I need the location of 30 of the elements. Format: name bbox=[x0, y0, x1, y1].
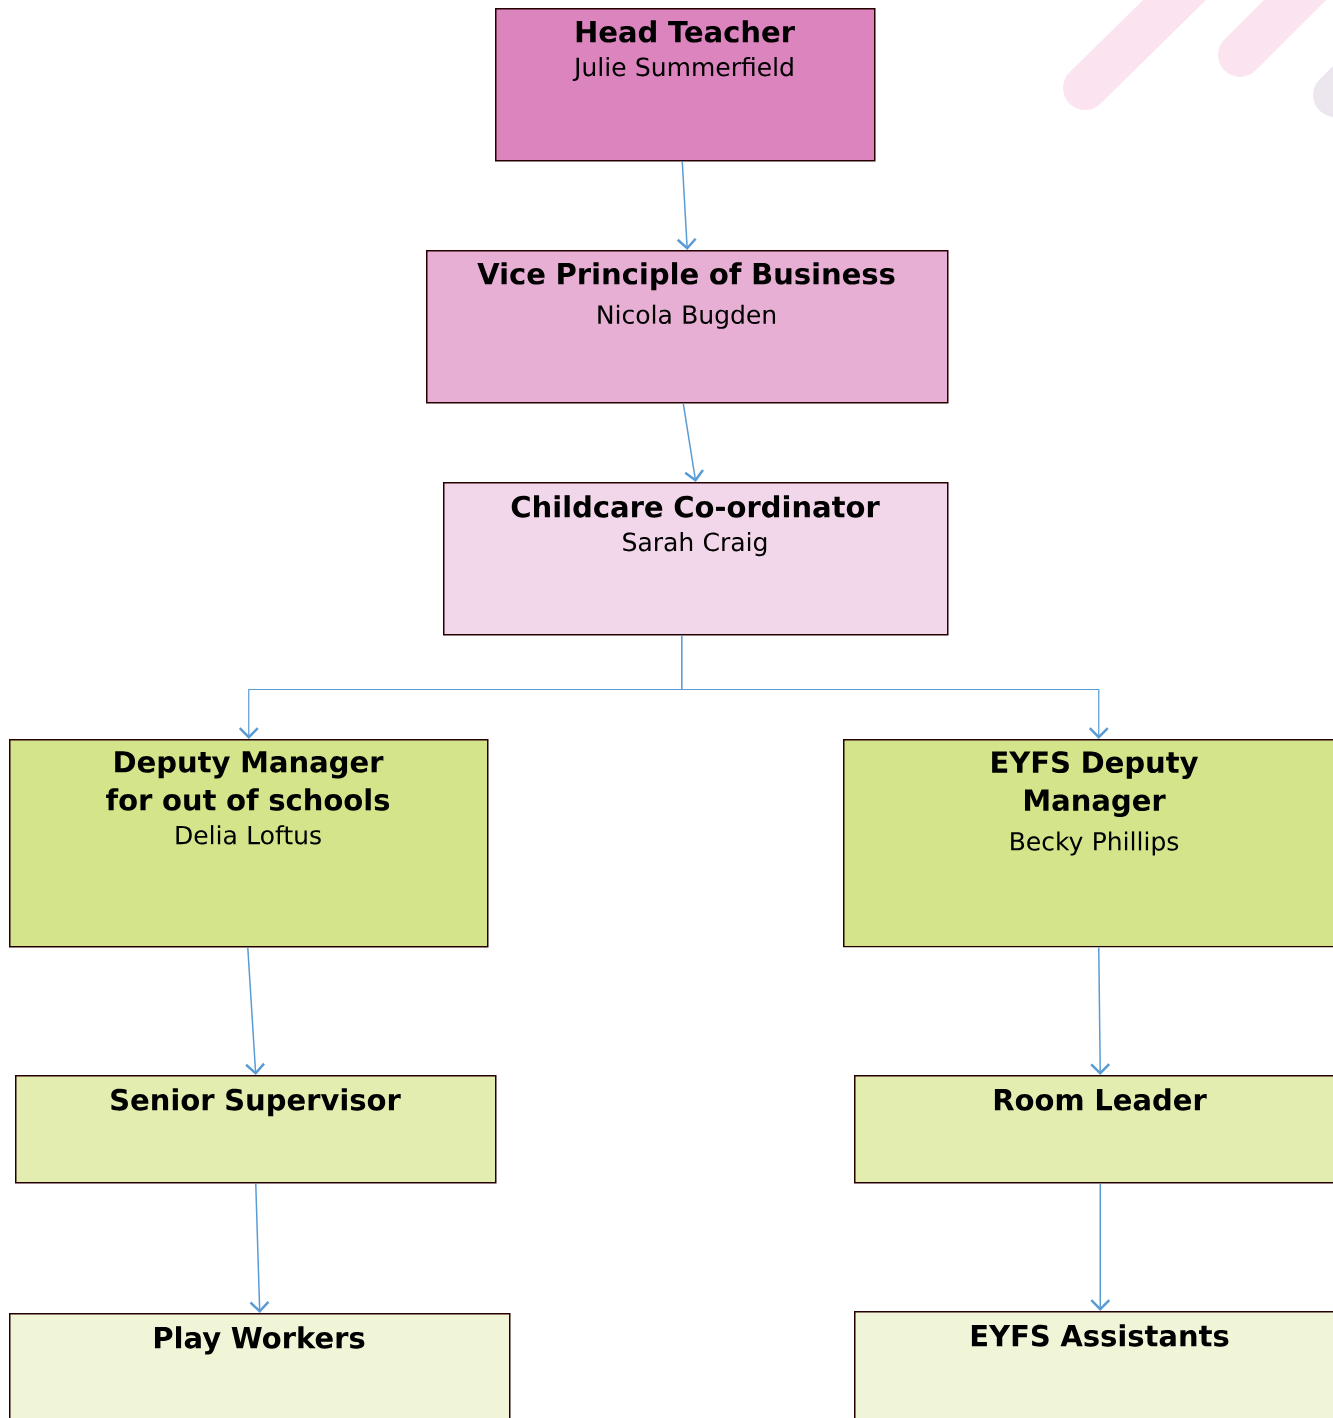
role-title: Deputy Manager for out of schools bbox=[106, 751, 390, 811]
person-name: Becky Phillips bbox=[1011, 831, 1179, 856]
role-box bbox=[9, 1313, 511, 1418]
role-box bbox=[854, 1075, 1333, 1184]
arrow bbox=[681, 634, 1109, 739]
person-name: Delia Loftus bbox=[176, 825, 321, 845]
role-box bbox=[426, 250, 949, 404]
arrow bbox=[676, 160, 697, 250]
arrow bbox=[1090, 946, 1111, 1075]
role-title: Play Workers bbox=[155, 1326, 365, 1355]
role-box bbox=[15, 1075, 497, 1184]
person-name: Julie Summerfield bbox=[572, 57, 793, 81]
role-box bbox=[854, 1311, 1333, 1418]
role-box bbox=[9, 739, 489, 948]
role-title: Vice Principle of Business bbox=[477, 262, 895, 291]
arrow bbox=[1090, 1182, 1111, 1311]
role-title: Senior Supervisor bbox=[111, 1088, 401, 1117]
role-box bbox=[495, 8, 876, 162]
role-title: Childcare Co-ordinator bbox=[511, 495, 880, 518]
arrow bbox=[245, 946, 265, 1075]
role-box bbox=[843, 739, 1333, 948]
arrow bbox=[249, 1182, 270, 1313]
role-title: EYFS Assistants bbox=[971, 1324, 1229, 1347]
arrow bbox=[682, 402, 704, 482]
person-name: Nicola Bugden bbox=[598, 304, 776, 329]
role-title: Head Teacher bbox=[576, 20, 795, 43]
person-name: Sarah Craig bbox=[623, 532, 767, 557]
role-title: EYFS Deputy Manager bbox=[992, 751, 1198, 817]
role-title: Room Leader bbox=[994, 1088, 1207, 1111]
role-box bbox=[443, 482, 949, 636]
